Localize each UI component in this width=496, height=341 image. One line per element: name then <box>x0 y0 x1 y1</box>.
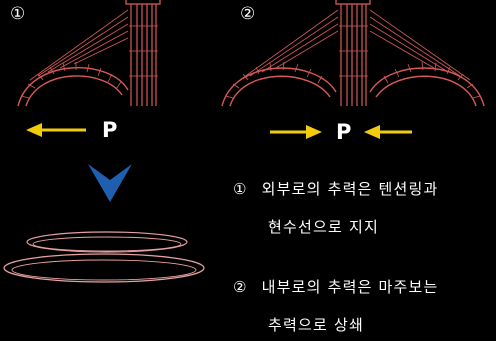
fig1-number: ① <box>10 4 26 24</box>
fig2-force-label: P <box>336 120 352 144</box>
note1-line2: 현수선으로 지지 <box>268 218 379 236</box>
tension-rings <box>3 231 205 283</box>
down-arrow-icon <box>88 164 132 202</box>
note2-text1: 내부로의 추력은 마주보는 <box>261 278 439 296</box>
fig1-force-label: P <box>102 118 118 142</box>
fig2-right-arrow <box>270 125 322 139</box>
note1-marker: ① <box>233 180 248 198</box>
note2-marker: ② <box>233 278 248 296</box>
note1-text1: 외부로의 추력은 텐션링과 <box>261 180 439 198</box>
fig2-left-arrow <box>364 125 412 139</box>
note1-line1: ① 외부로의 추력은 텐션링과 <box>233 178 439 199</box>
note2-line2: 추력으로 상쇄 <box>268 316 364 334</box>
fig1-left-arrow <box>26 123 86 137</box>
fig2-structure <box>221 0 485 107</box>
fig1-structure <box>17 0 161 107</box>
note2-line1: ② 내부로의 추력은 마주보는 <box>233 276 439 297</box>
fig2-number: ② <box>240 4 256 24</box>
